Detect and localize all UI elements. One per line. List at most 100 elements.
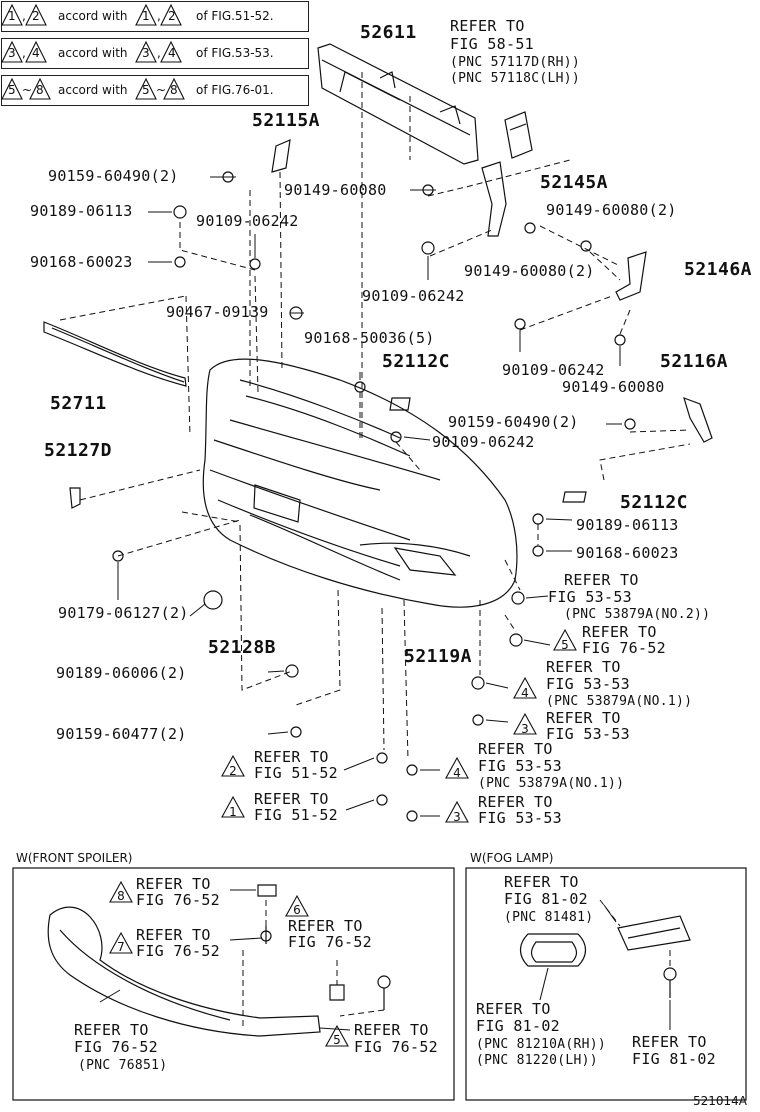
note-2-tag-b: 4 bbox=[32, 46, 40, 60]
note-2: 3 , 4 accord with 3 , 4 of FIG.53-53. bbox=[1, 38, 309, 69]
spoiler-a-tag: 8 bbox=[117, 889, 125, 903]
fastener-90159-60490: 90159-60490(2) bbox=[48, 167, 179, 185]
part-52145A: 52145A bbox=[540, 172, 609, 193]
reinforcement-bar-52611 bbox=[317, 43, 479, 165]
fastener-90159-60477: 90159-60477(2) bbox=[56, 725, 187, 743]
note-3-text: accord with bbox=[58, 83, 128, 97]
fastener-90168-60023-a: 90168-60023 bbox=[30, 253, 133, 271]
ref-r4-l2: FIG 53-53 bbox=[546, 725, 630, 743]
part-52611: 52611 bbox=[360, 22, 417, 43]
fastener-90189-06113-a: 90189-06113 bbox=[30, 202, 133, 220]
ref-top-l2: FIG 58-51 bbox=[450, 35, 534, 53]
spoiler-b-l1: REFER TO bbox=[136, 926, 211, 944]
fastener-90149-60080-c: 90149-60080(2) bbox=[464, 262, 595, 280]
foglamp-a-l1: REFER TO bbox=[504, 873, 579, 891]
spoiler-a-l2: FIG 76-52 bbox=[136, 891, 220, 909]
note-3-sep: ~ bbox=[22, 83, 33, 97]
bracket-52145A bbox=[481, 161, 507, 237]
ref-r1-l2: FIG 53-53 bbox=[548, 588, 632, 606]
part-52115A: 52115A bbox=[252, 110, 321, 131]
ref-r6-l1: REFER TO bbox=[478, 740, 553, 758]
note-2-tag-d: 4 bbox=[168, 46, 176, 60]
foglamp-c-l1: REFER TO bbox=[632, 1033, 707, 1051]
part-52711: 52711 bbox=[50, 393, 107, 414]
ref-r2-l1: REFER TO bbox=[582, 623, 657, 641]
ref-r5-tag: 2 bbox=[229, 764, 237, 778]
fastener-90149-60080-a: 90149-60080 bbox=[284, 181, 387, 199]
note-2-ref: of FIG.53-53. bbox=[196, 46, 274, 60]
note-3-ref: of FIG.76-01. bbox=[196, 83, 274, 97]
ref-r8-l1: REFER TO bbox=[478, 793, 553, 811]
ref-r3-l2: FIG 53-53 bbox=[546, 675, 630, 693]
fastener-90109-06242-d: 90109-06242 bbox=[432, 433, 535, 451]
note-2-tag-a: 3 bbox=[8, 46, 16, 60]
spoiler-e-l3: (PNC 76851) bbox=[78, 1058, 168, 1073]
spoiler-b-tag: 7 bbox=[117, 940, 125, 954]
part-52127D: 52127D bbox=[44, 440, 113, 461]
fastener-90168-60023-b: 90168-60023 bbox=[576, 544, 679, 562]
ref-r1-l1: REFER TO bbox=[564, 571, 639, 589]
ref-r4-tag: 3 bbox=[521, 722, 529, 736]
ref-r6-tag: 4 bbox=[453, 766, 461, 780]
fastener-90159-60490-b: 90159-60490(2) bbox=[448, 413, 579, 431]
note-1-tag-b: 2 bbox=[32, 9, 40, 23]
note-3-tag-b: 8 bbox=[36, 83, 44, 97]
spoiler-e-l2: FIG 76-52 bbox=[74, 1038, 158, 1056]
fastener-90168-50036: 90168-50036(5) bbox=[304, 329, 435, 347]
ref-r7-l2: FIG 51-52 bbox=[254, 806, 338, 824]
foglamp-b-l4: (PNC 81220(LH)) bbox=[476, 1053, 598, 1068]
spoiler-b-l2: FIG 76-52 bbox=[136, 942, 220, 960]
fastener-90109-06242-b: 90109-06242 bbox=[362, 287, 465, 305]
retainer-52115A bbox=[271, 139, 291, 173]
note-1-text: accord with bbox=[58, 9, 128, 23]
front-spoiler-part bbox=[47, 884, 391, 1037]
ref-r3-tag: 4 bbox=[521, 686, 529, 700]
ref-r7-tag: 1 bbox=[229, 805, 237, 819]
spoiler-c-l1: REFER TO bbox=[288, 917, 363, 935]
ref-r2-l2: FIG 76-52 bbox=[582, 639, 666, 657]
note-2-tag-c: 3 bbox=[142, 46, 150, 60]
note-1-tag-a: 1 bbox=[8, 9, 16, 23]
ref-top-l4: (PNC 57118C(LH)) bbox=[450, 71, 581, 86]
fog-lamp-part bbox=[519, 915, 691, 998]
ref-r3-l1: REFER TO bbox=[546, 658, 621, 676]
note-3-tag-a: 5 bbox=[8, 83, 16, 97]
spoiler-e-l1: REFER TO bbox=[74, 1021, 149, 1039]
ref-r7-l1: REFER TO bbox=[254, 790, 329, 808]
note-1-tag-d: 2 bbox=[168, 9, 176, 23]
ref-r1-l3: (PNC 53879A(NO.2)) bbox=[564, 607, 711, 622]
spoiler-a-l1: REFER TO bbox=[136, 875, 211, 893]
note-3: 5 ~ 8 accord with 5 ~ 8 of FIG.76-01. bbox=[1, 75, 309, 106]
fastener-90189-06006: 90189-06006(2) bbox=[56, 664, 187, 682]
part-52112C-upper: 52112C bbox=[382, 351, 451, 372]
spoiler-d-tag: 5 bbox=[333, 1033, 341, 1047]
bracket-57117D bbox=[504, 111, 533, 159]
foglamp-a-l3: (PNC 81481) bbox=[504, 910, 594, 925]
note-1-ref: of FIG.51-52. bbox=[196, 9, 274, 23]
fastener-90149-60080-b: 90149-60080(2) bbox=[546, 201, 677, 219]
ref-r2-tag: 5 bbox=[561, 638, 569, 652]
ref-r4-l1: REFER TO bbox=[546, 709, 621, 727]
ref-r8-l2: FIG 53-53 bbox=[478, 809, 562, 827]
ref-top-l1: REFER TO bbox=[450, 17, 525, 35]
ref-top-l3: (PNC 57117D(RH)) bbox=[450, 55, 581, 70]
ref-r5-l1: REFER TO bbox=[254, 748, 329, 766]
fastener-90467-09139: 90467-09139 bbox=[166, 303, 269, 321]
note-2-text: accord with bbox=[58, 46, 128, 60]
part-52112C-lower: 52112C bbox=[620, 492, 689, 513]
ref-r6-l2: FIG 53-53 bbox=[478, 757, 562, 775]
ref-r8-tag: 3 bbox=[453, 810, 461, 824]
foglamp-b-l2: FIG 81-02 bbox=[476, 1017, 560, 1035]
ref-r3-l3: (PNC 53879A(NO.1)) bbox=[546, 694, 693, 709]
spoiler-d-l2: FIG 76-52 bbox=[354, 1038, 438, 1056]
note-1-tag-c: 1 bbox=[142, 9, 150, 23]
part-52119A: 52119A bbox=[404, 646, 473, 667]
note-1: 1 , 2 accord with 1 , 2 of FIG.51-52. bbox=[1, 1, 309, 32]
ref-r6-l3: (PNC 53879A(NO.1)) bbox=[478, 776, 625, 791]
foglamp-b-l1: REFER TO bbox=[476, 1000, 551, 1018]
note-3-tag-d: 8 bbox=[170, 83, 178, 97]
foglamp-a-l2: FIG 81-02 bbox=[504, 890, 588, 908]
spoiler-d-l1: REFER TO bbox=[354, 1021, 429, 1039]
